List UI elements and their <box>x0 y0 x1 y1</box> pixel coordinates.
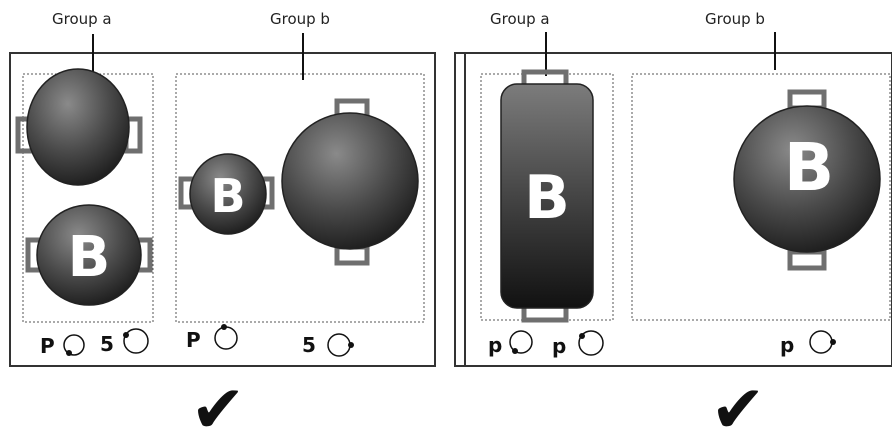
right-group-b-label: Group b <box>705 10 765 28</box>
rotation-indicator-icon <box>509 330 533 354</box>
left-panel-frame <box>9 52 436 367</box>
rotation-indicator-icon <box>123 328 149 354</box>
left-group-b-small-bowl: B <box>178 153 275 235</box>
indicator-letter: P <box>186 328 201 352</box>
indicator-letter: p <box>780 333 794 357</box>
bowl-letter: B <box>784 129 834 206</box>
rotation-indicator-icon <box>578 330 604 356</box>
bowl-letter: B <box>68 225 111 290</box>
check-mark-icon: ✔ <box>190 371 245 444</box>
left-panel: Group a Group b B B <box>9 10 436 444</box>
left-group-b-label: Group b <box>270 10 330 28</box>
indicator-number: 5 <box>302 333 316 357</box>
right-group-a-tall-pan: B <box>500 69 594 323</box>
indicator-letter: p <box>552 334 566 358</box>
left-group-a-top-bowl <box>15 68 143 186</box>
indicator-letter: P <box>40 334 55 358</box>
rotation-indicator-icon <box>809 330 836 354</box>
bowl-letter: B <box>524 163 570 233</box>
right-panel: Group a Group b B B p p <box>454 10 892 444</box>
bowl-letter: B <box>210 169 245 223</box>
left-group-a-bottom-bowl: B <box>25 204 153 306</box>
left-group-b-big-bowl <box>281 98 419 266</box>
right-panel-frame <box>454 52 892 367</box>
left-group-b-box <box>175 73 425 323</box>
rotation-indicator-icon <box>327 333 354 357</box>
right-group-b-bowl: B <box>733 89 881 271</box>
indicator-number: 5 <box>100 332 114 356</box>
check-mark-icon: ✔ <box>710 371 765 444</box>
indicator-letter: p <box>488 333 502 357</box>
rotation-indicator-icon <box>214 324 238 350</box>
right-group-b-box <box>631 73 891 321</box>
left-group-a-label: Group a <box>52 10 112 28</box>
right-group-a-label: Group a <box>490 10 550 28</box>
bottom-handle-icon <box>787 249 827 271</box>
rotation-indicator-icon <box>63 334 85 356</box>
